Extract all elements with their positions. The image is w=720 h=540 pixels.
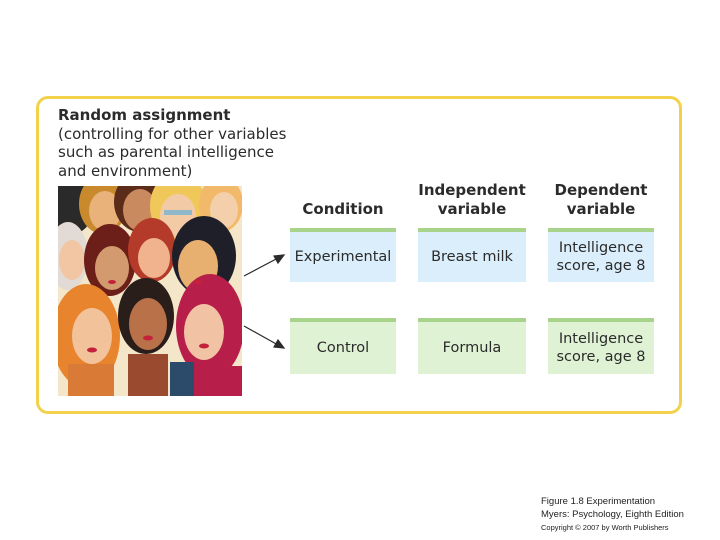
cell-control-dependent: Intelligence score, age 8 (548, 318, 654, 374)
intro-line-3: and environment) (58, 161, 193, 180)
header-independent-line-2: variable (437, 200, 507, 218)
header-dependent: Dependent variable (548, 181, 654, 219)
caption-line-1: Figure 1.8 Experimentation (541, 496, 656, 507)
group-of-faces-illustration (58, 186, 242, 396)
intro-text: Random assignment (controlling for other… (58, 106, 298, 180)
cell-control-dependent-line-2: score, age 8 (556, 349, 646, 365)
arrow-to-control (243, 325, 279, 346)
header-dependent-line-1: Dependent (554, 181, 648, 199)
cell-control-independent: Formula (418, 318, 526, 374)
cell-experimental-condition: Experimental (290, 228, 396, 282)
header-independent: Independent variable (418, 181, 526, 219)
figure-caption: Figure 1.8 Experimentation Myers: Psycho… (541, 496, 684, 535)
intro-title: Random assignment (58, 106, 231, 124)
cell-experimental-dependent-line-2: score, age 8 (556, 258, 646, 274)
caption-line-2: Myers: Psychology, Eighth Edition (541, 508, 684, 520)
arrow-head-experimental (273, 254, 286, 265)
cell-experimental-dependent: Intelligence score, age 8 (548, 228, 654, 282)
header-condition: Condition (302, 200, 384, 218)
intro-line-1: (controlling for other variables (58, 124, 287, 143)
header-independent-line-1: Independent (418, 181, 526, 199)
cell-experimental-independent: Breast milk (418, 228, 526, 282)
cell-control-condition: Control (290, 318, 396, 374)
arrow-head-control (273, 338, 286, 349)
header-dependent-line-2: variable (566, 200, 636, 218)
arrow-to-experimental (243, 257, 279, 277)
caption-copyright: Copyright © 2007 by Worth Publishers (541, 523, 669, 532)
cell-control-dependent-line-1: Intelligence (558, 331, 644, 347)
cell-experimental-dependent-line-1: Intelligence (558, 240, 644, 256)
intro-line-2: such as parental intelligence (58, 143, 274, 161)
